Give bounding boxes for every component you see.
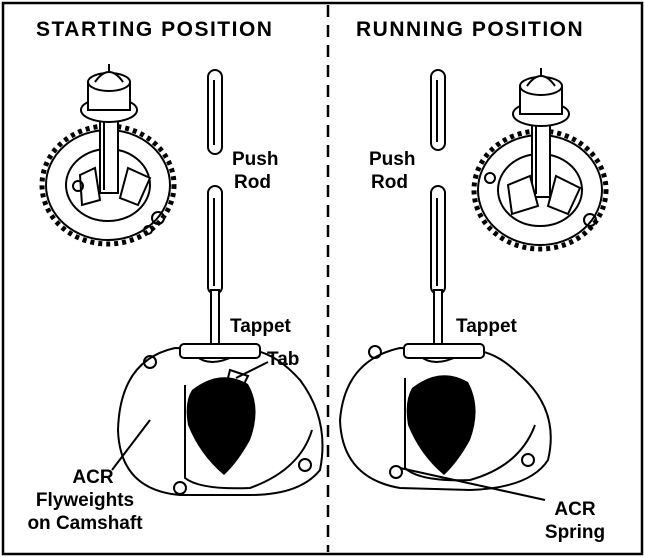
acr-flyweights-label-line1: ACR	[10, 466, 160, 489]
acr-spring-label: ACR Spring	[535, 498, 615, 544]
right-cam-lobe	[407, 375, 476, 475]
left-gear-assembly	[42, 64, 174, 244]
acr-spring-label-line2: Spring	[535, 521, 615, 544]
starting-position-heading: STARTING POSITION	[36, 18, 273, 42]
running-position-heading: RUNNING POSITION	[356, 18, 584, 42]
right-push-rod-label-line2: Rod	[369, 171, 415, 194]
acr-flyweights-label-line3: on Camshaft	[10, 512, 160, 535]
right-tappet-label: Tappet	[456, 315, 517, 338]
left-push-rod-label-line2: Rod	[232, 171, 278, 194]
right-push-rod-label: Push Rod	[369, 148, 415, 194]
acr-flyweights-label-line2: Flyweights	[10, 489, 160, 512]
left-push-rod-label: Push Rod	[232, 148, 278, 194]
right-gear-assembly	[474, 68, 606, 249]
acr-flyweights-label: ACR Flyweights on Camshaft	[10, 466, 160, 535]
right-leaders	[400, 468, 545, 500]
right-push-rod-label-line1: Push	[369, 148, 415, 171]
left-tappet-label: Tappet	[230, 315, 291, 338]
left-push-rod	[208, 70, 222, 350]
right-push-rod	[431, 70, 445, 350]
tab-label: Tab	[267, 348, 299, 371]
left-cam-lobe	[187, 377, 256, 475]
left-push-rod-label-line1: Push	[232, 148, 278, 171]
acr-spring-label-line1: ACR	[535, 498, 615, 521]
